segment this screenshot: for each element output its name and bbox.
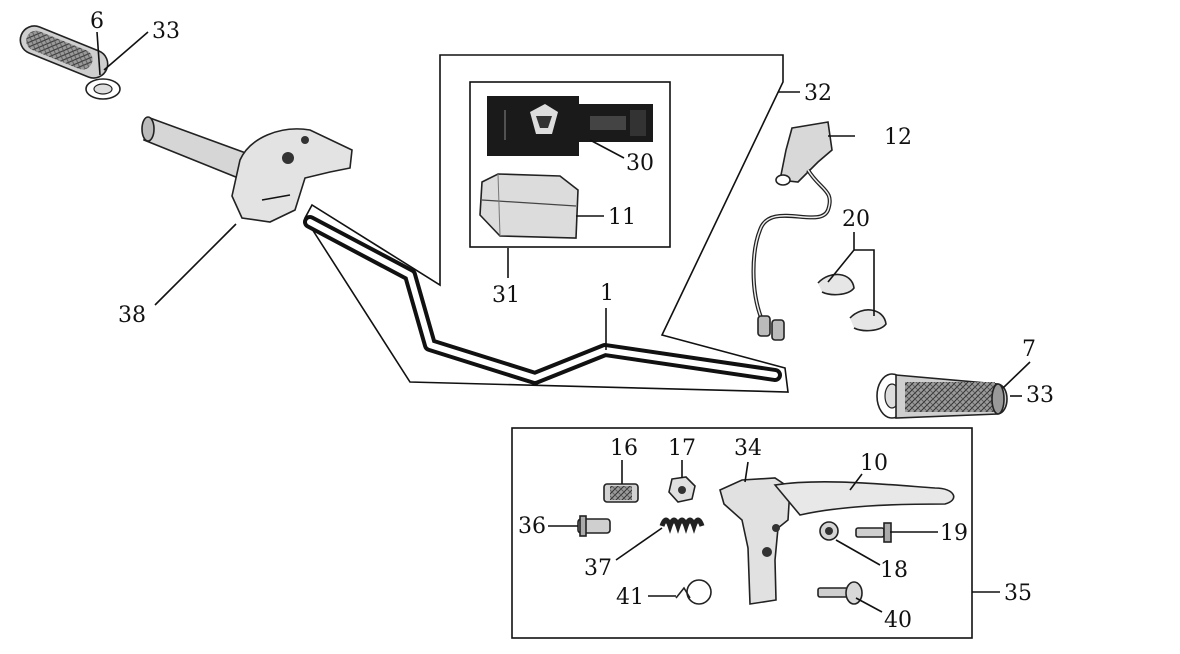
callout-numbers: 6 33 38 32 30 11 31 1 12 20 7 33 16 17 3… <box>90 9 1054 633</box>
callout-7: 7 <box>1022 337 1036 362</box>
callout-12: 12 <box>884 125 912 150</box>
callout-17: 17 <box>668 436 696 461</box>
callout-33: 33 <box>152 19 180 44</box>
callout-31: 31 <box>492 283 520 308</box>
lever-assembly-parts <box>577 476 955 605</box>
callout-33-right: 33 <box>1026 383 1054 408</box>
callout-35: 35 <box>1004 581 1032 606</box>
callout-10: 10 <box>860 451 888 476</box>
callout-6: 6 <box>90 9 104 34</box>
cable-clips <box>817 273 887 332</box>
callout-19: 19 <box>940 521 968 546</box>
callout-34: 34 <box>734 436 762 461</box>
callout-18: 18 <box>880 558 908 583</box>
pad-decal-box <box>469 81 671 248</box>
callout-32: 32 <box>804 81 832 106</box>
handlebar <box>303 215 782 385</box>
handlebar-switch <box>751 121 833 341</box>
callout-1: 1 <box>600 281 614 306</box>
handlebar-kit-outline <box>304 54 789 393</box>
bar-pad <box>479 173 579 239</box>
decal <box>487 96 653 156</box>
callout-20: 20 <box>842 207 870 232</box>
right-grip <box>876 373 1008 419</box>
leader-lines <box>96 31 1031 613</box>
left-grip <box>19 25 121 100</box>
callout-41: 41 <box>616 585 644 610</box>
callout-40: 40 <box>884 608 912 633</box>
callout-36: 36 <box>518 514 546 539</box>
throttle-housing <box>141 116 353 223</box>
callout-30: 30 <box>626 151 654 176</box>
callout-11: 11 <box>608 205 636 230</box>
callout-37: 37 <box>584 556 612 581</box>
lever-assembly-box <box>511 427 973 639</box>
callout-16: 16 <box>610 436 638 461</box>
callout-38: 38 <box>118 303 146 328</box>
